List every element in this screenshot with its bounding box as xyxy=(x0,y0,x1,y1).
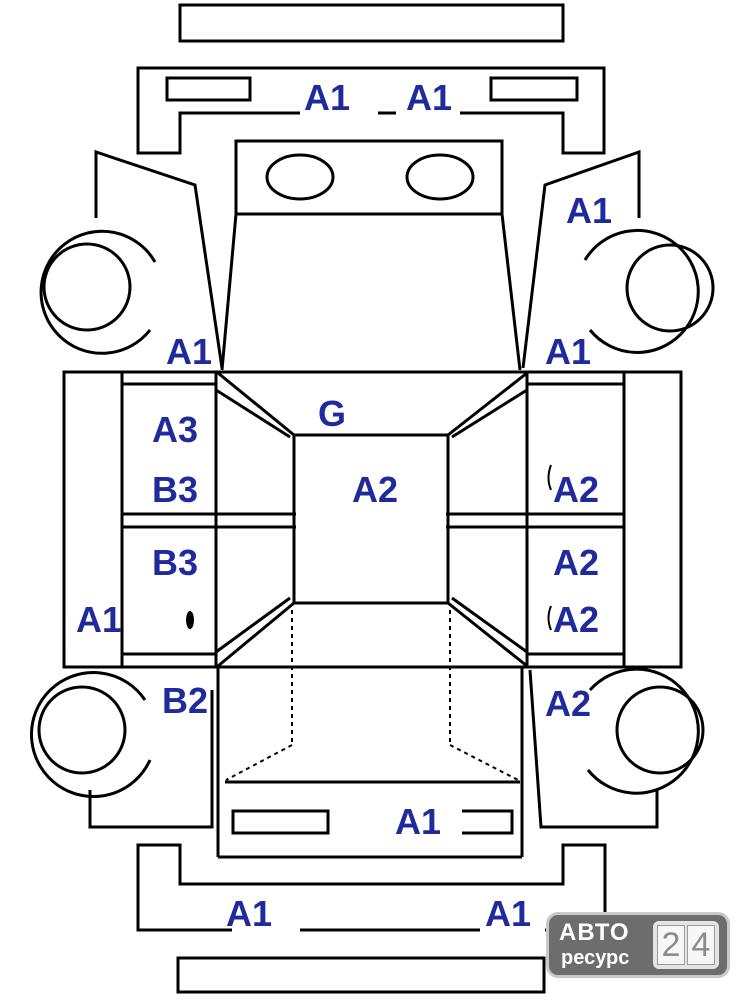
wheel-front-left-rim xyxy=(42,242,132,332)
label-trunk-lid: A1 xyxy=(395,801,442,842)
front-bumper-strip xyxy=(178,3,565,43)
label-right-rear-door-upper: A2 xyxy=(553,542,600,583)
wheel-rear-right-rim xyxy=(615,685,705,775)
label-rear-bumper-left: A1 xyxy=(226,893,273,934)
windshield-left-2 xyxy=(215,388,291,439)
logo-text: АВТО ресурс xyxy=(559,921,649,971)
rear-fender-left xyxy=(88,690,214,829)
right-door-mark-2 xyxy=(547,605,552,631)
hood-oval-left xyxy=(265,153,335,201)
label-right-a-pillar: A1 xyxy=(545,331,592,372)
label-roof-front: G xyxy=(318,393,347,434)
wheel-rear-left-tire xyxy=(30,671,152,798)
label-front-bumper-right: A1 xyxy=(406,77,453,118)
logo-line-2: ресурс xyxy=(561,947,630,969)
label-rear-bumper-right: A1 xyxy=(485,893,532,934)
roof-panel xyxy=(292,433,450,605)
label-front-bumper-left: A1 xyxy=(304,77,351,118)
hood-oval-right xyxy=(405,153,475,201)
rear-window-left-2 xyxy=(215,596,291,654)
taillight-right xyxy=(462,809,514,835)
headlight-right xyxy=(489,76,579,102)
headlight-left xyxy=(165,76,252,102)
rear-bumper-strip xyxy=(176,956,546,994)
hood-side-left xyxy=(220,213,238,371)
logo-digit-1: 2 xyxy=(657,925,685,965)
front-fender-right xyxy=(521,149,641,369)
taillight-left xyxy=(231,809,330,835)
wheel-front-right-tire xyxy=(583,228,700,354)
hood-side-right xyxy=(500,213,522,371)
logo-digits: 2 4 xyxy=(653,921,719,969)
label-left-front-door-upper: A3 xyxy=(152,409,199,450)
label-right-front-door: A2 xyxy=(553,469,600,510)
rear-window-right-2 xyxy=(451,596,528,654)
front-bumper-frame xyxy=(136,66,606,155)
hood-panel xyxy=(234,139,504,216)
right-door-mark-1 xyxy=(547,464,552,491)
label-right-rear-door-lower: A2 xyxy=(553,599,600,640)
label-left-rear-quarter: B2 xyxy=(162,680,209,721)
front-fender-left xyxy=(94,149,224,369)
windshield-right-2 xyxy=(451,388,528,439)
wheel-rear-right-tire xyxy=(586,667,700,795)
avtoresurs-logo: АВТО ресурс 2 4 xyxy=(546,912,730,978)
wheel-front-left-tire xyxy=(39,229,157,355)
label-left-front-door-lower: B3 xyxy=(152,469,199,510)
rear-fender-right xyxy=(528,669,659,829)
label-left-sill: A1 xyxy=(76,599,123,640)
windshield-left-1 xyxy=(217,371,295,437)
rear-window-right-1 xyxy=(447,601,528,668)
rear-bumper-frame xyxy=(136,843,607,932)
label-left-a-pillar: A1 xyxy=(166,331,213,372)
rear-window-left-1 xyxy=(217,601,295,668)
wheel-rear-left-rim xyxy=(37,685,127,775)
windshield-right-1 xyxy=(447,371,528,437)
label-left-rear-door: B3 xyxy=(152,542,199,583)
label-roof-center: A2 xyxy=(352,469,399,510)
wheel-front-right-rim xyxy=(625,243,715,333)
trunk-dashed-lines xyxy=(225,610,519,781)
logo-digit-2: 4 xyxy=(687,925,715,965)
label-right-rear-quarter: A2 xyxy=(545,683,592,724)
fuel-cap-mark xyxy=(186,611,194,629)
label-right-fender: A1 xyxy=(566,190,613,231)
logo-line-1: АВТО xyxy=(559,919,630,946)
doors-band xyxy=(62,370,683,669)
